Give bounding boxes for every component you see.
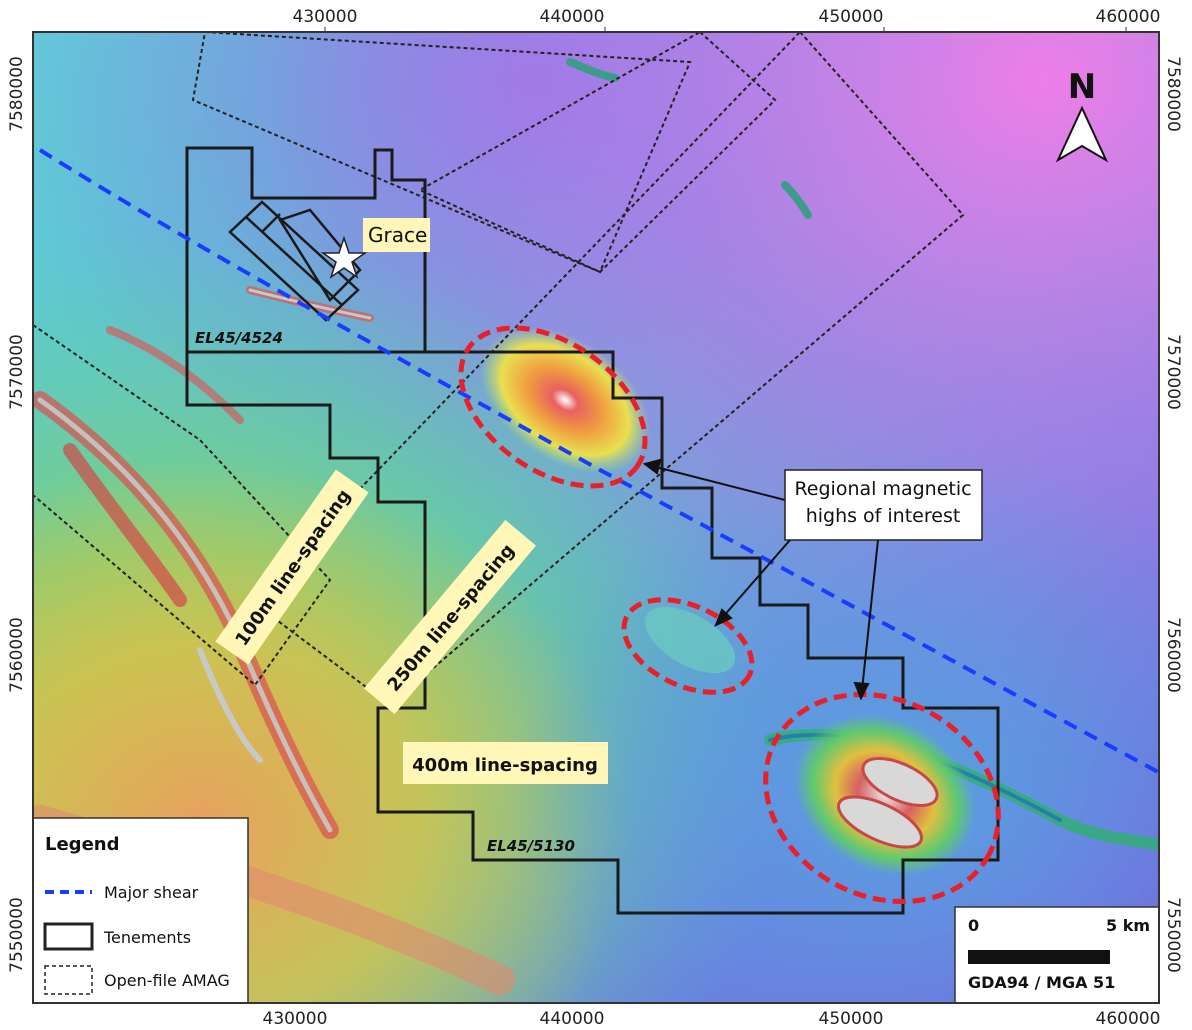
- map-border: [32, 31, 1160, 1004]
- anomaly-outline-3: [763, 691, 1001, 905]
- y-ticks-left: 7580000 7570000 7560000 7550000: [7, 56, 27, 973]
- svg-text:440000: 440000: [540, 1009, 605, 1029]
- svg-text:7550000: 7550000: [1163, 897, 1183, 973]
- anomaly-outline-1: [458, 325, 648, 489]
- tenement-label-5130: EL45/5130: [487, 837, 575, 855]
- svg-text:430000: 430000: [263, 1009, 328, 1029]
- svg-text:400m line-spacing: 400m line-spacing: [412, 755, 598, 776]
- major-shear: [38, 148, 1159, 775]
- svg-text:430000: 430000: [293, 7, 358, 27]
- svg-text:Major shear: Major shear: [104, 883, 199, 902]
- svg-text:7550000: 7550000: [7, 897, 27, 973]
- magnetic-high-1: [479, 326, 651, 474]
- anomaly-outline-2: [621, 597, 755, 695]
- amag-survey-outlines: [33, 32, 965, 707]
- scale-bar: 0 5 km GDA94 / MGA 51: [954, 906, 1159, 1003]
- svg-text:Tenements: Tenements: [103, 928, 191, 947]
- y-ticks-right: 7580000 7570000 7560000 7550000: [1163, 56, 1183, 973]
- svg-text:GDA94 / MGA 51: GDA94 / MGA 51: [968, 973, 1115, 992]
- svg-text:460000: 460000: [1096, 7, 1161, 27]
- tenement-label-4524: EL45/4524: [195, 329, 283, 347]
- svg-text:0: 0: [968, 916, 979, 935]
- north-arrow: N: [1055, 67, 1109, 163]
- anomaly-outlines: [458, 325, 1001, 905]
- svg-text:highs of interest: highs of interest: [806, 505, 961, 527]
- legend-amag-symbol: [44, 965, 93, 995]
- legend: Legend Major shear Tenements Open-file A…: [33, 817, 249, 1003]
- svg-text:450000: 450000: [819, 1009, 884, 1029]
- star-icon: [320, 235, 368, 279]
- magnetic-raster: 100m line-spacing 250m line-spacing 400m…: [33, 32, 1159, 1003]
- hatched-block: [228, 200, 362, 322]
- grace-label: Grace: [368, 223, 427, 247]
- tenement-el45-5130: [185, 350, 1000, 915]
- survey-label-400m: 400m line-spacing: [403, 742, 608, 784]
- svg-text:440000: 440000: [540, 7, 605, 27]
- legend-tenement-symbol: [43, 922, 94, 951]
- svg-text:Open-file AMAG: Open-file AMAG: [104, 971, 230, 990]
- svg-text:7570000: 7570000: [1163, 334, 1183, 410]
- svg-text:Regional magnetic: Regional magnetic: [794, 478, 971, 500]
- svg-text:N: N: [1068, 67, 1096, 107]
- callout-arrows: [642, 458, 879, 701]
- svg-text:460000: 460000: [1096, 1009, 1161, 1029]
- north-arrow-icon: [1055, 105, 1109, 163]
- svg-text:7580000: 7580000: [1163, 56, 1183, 132]
- grace-prospect: Grace: [320, 218, 430, 279]
- x-ticks-bottom: 430000 440000 450000 460000: [263, 1009, 1161, 1029]
- svg-text:7580000: 7580000: [7, 56, 27, 132]
- tenement-outlines: [185, 146, 1000, 915]
- svg-text:7560000: 7560000: [1163, 617, 1183, 693]
- svg-text:Legend: Legend: [45, 834, 119, 855]
- svg-text:450000: 450000: [819, 7, 884, 27]
- callout-box: Regional magnetic highs of interest: [784, 469, 983, 541]
- svg-text:7560000: 7560000: [7, 617, 27, 693]
- x-ticks-top: 430000 440000 450000 460000: [293, 7, 1161, 32]
- svg-text:7570000: 7570000: [7, 334, 27, 410]
- svg-text:5 km: 5 km: [1106, 916, 1150, 935]
